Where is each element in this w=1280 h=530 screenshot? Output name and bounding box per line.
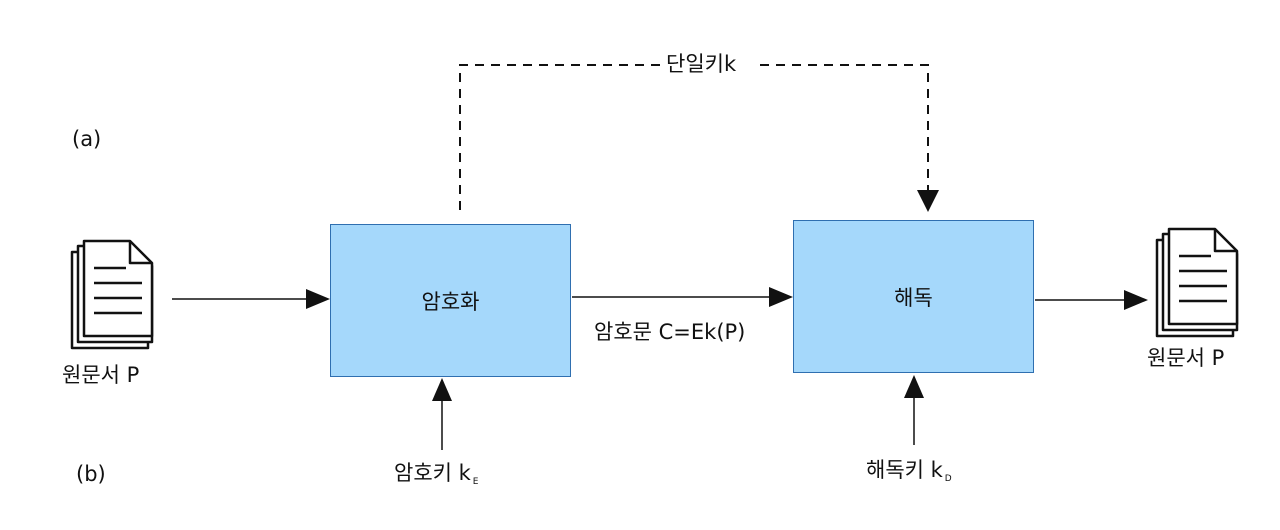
encryption-key-text: 암호키 k <box>394 461 471 485</box>
enc-key-arrowhead <box>432 378 452 401</box>
decrypt-to-output-arrowhead <box>1124 290 1148 310</box>
encrypt-box: 암호화 <box>330 224 571 377</box>
label-b: (b) <box>76 462 106 486</box>
ciphertext-label: 암호문 C=Ek(P) <box>594 320 746 344</box>
document-stack-icon <box>1155 227 1239 338</box>
decryption-key-subscript: D <box>944 474 952 484</box>
single-key-dashed-line <box>459 64 929 210</box>
plaintext-input-label: 원문서 P <box>62 363 140 387</box>
ciphertext-arrowhead <box>769 287 793 307</box>
label-a: (a) <box>72 127 102 151</box>
plaintext-to-encrypt-arrowhead <box>306 289 330 309</box>
decryption-key-text: 해독키 k <box>866 458 943 482</box>
dec-key-arrowhead <box>904 375 924 398</box>
document-stack-icon <box>70 239 154 350</box>
encrypt-box-label: 암호화 <box>421 289 480 314</box>
plaintext-output-label: 원문서 P <box>1147 346 1225 370</box>
decrypt-box-label: 해독 <box>894 285 933 310</box>
encryption-key-subscript: E <box>472 477 479 487</box>
single-key-arrowhead <box>917 190 939 212</box>
decrypt-box: 해독 <box>793 220 1034 373</box>
single-key-label: 단일키k <box>666 52 737 76</box>
